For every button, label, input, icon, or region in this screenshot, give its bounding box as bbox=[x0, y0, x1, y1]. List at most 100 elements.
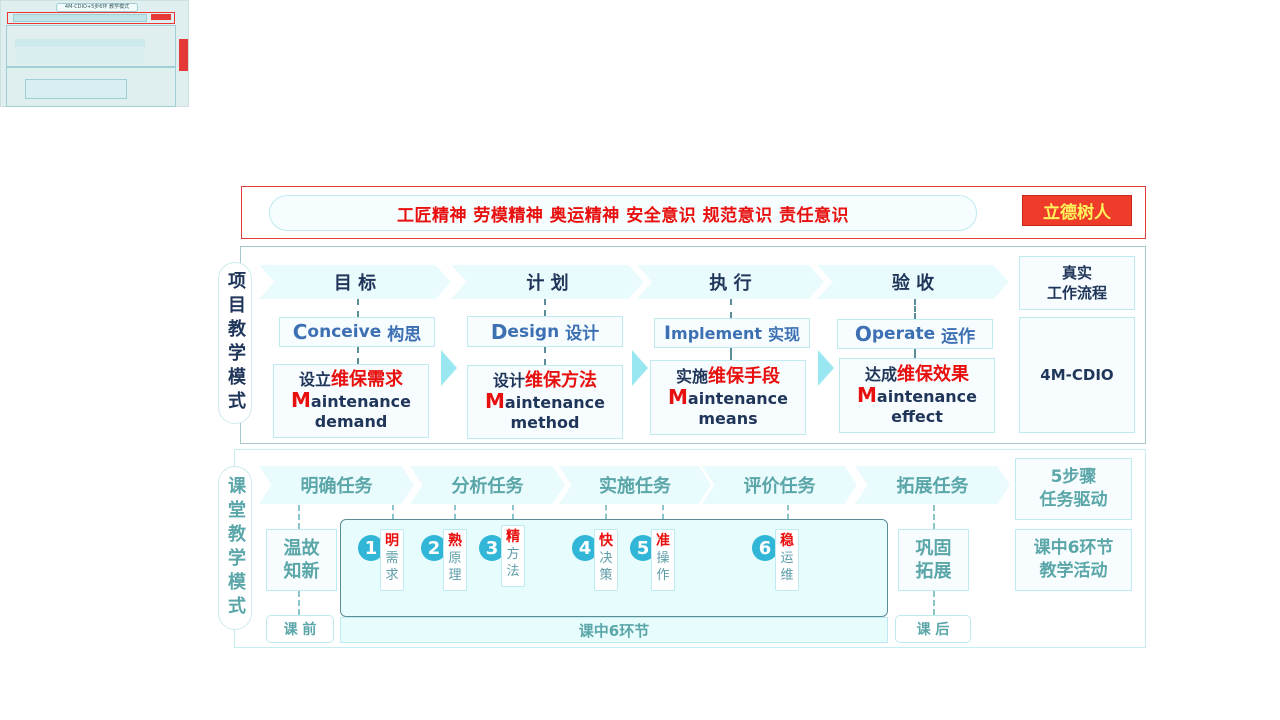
step-char: 方 bbox=[506, 547, 520, 562]
goal-en-line2: effect bbox=[891, 406, 943, 426]
connector-line bbox=[454, 505, 456, 519]
thumbnail-class-frame bbox=[6, 67, 176, 107]
step-char: 求 bbox=[385, 568, 399, 583]
model-name: 4M-CDIO bbox=[1040, 366, 1114, 384]
step-char: 运 bbox=[780, 551, 794, 566]
connector-line bbox=[933, 591, 935, 615]
goal-verb: 实施 bbox=[675, 366, 708, 386]
thumbnail-goal-row bbox=[15, 49, 145, 63]
cdio-cn: 实现 bbox=[768, 325, 801, 344]
cdio-cn: 构思 bbox=[387, 324, 422, 345]
cdio-initial: I bbox=[663, 322, 672, 344]
cdio-rest: perate bbox=[871, 324, 936, 344]
step-char: 策 bbox=[599, 568, 613, 583]
goal-text: 维保效果 bbox=[897, 363, 969, 385]
step-char: 理 bbox=[448, 568, 462, 583]
step-number-badge: 6 bbox=[752, 535, 778, 561]
connector-line bbox=[357, 347, 359, 364]
step-char: 原 bbox=[448, 551, 462, 566]
goal-verb: 达成 bbox=[864, 364, 897, 384]
step-char: 决 bbox=[599, 551, 613, 566]
thumbnail-slogan-bar bbox=[13, 14, 147, 22]
cdio-initial: O bbox=[854, 322, 872, 346]
goal-box-demand: 设立维保需求 Maintenance demand bbox=[273, 364, 429, 438]
thumbnail-badge bbox=[151, 14, 171, 20]
real-workflow-line2: 工作流程 bbox=[1046, 284, 1107, 302]
stage-title: 计 划 bbox=[526, 273, 569, 294]
thumbnail-project-frame bbox=[6, 25, 176, 67]
step-number-badge: 3 bbox=[479, 535, 505, 561]
goal-verb: 设立 bbox=[298, 370, 331, 389]
thumbnail-cdio-row bbox=[15, 39, 145, 47]
class-mode-label: 课堂教学模式 bbox=[218, 466, 252, 630]
thumbnail-red-frame bbox=[7, 12, 175, 24]
task-title: 分析任务 bbox=[451, 476, 524, 497]
cdio-rest: onceive bbox=[307, 322, 382, 342]
six-links-cell: 课中6环节 教学活动 bbox=[1015, 529, 1132, 591]
step-key-char: 熟 bbox=[448, 533, 462, 549]
stage-title: 目 标 bbox=[333, 273, 377, 294]
phase-before-label: 课 前 bbox=[266, 615, 334, 643]
connector-line bbox=[662, 505, 664, 519]
goal-en-line2: method bbox=[510, 413, 580, 432]
goal-en-initial: M bbox=[857, 382, 877, 407]
cdio-initial: C bbox=[292, 320, 308, 344]
connector-line bbox=[730, 299, 732, 318]
goal-en-rest: aintenance bbox=[504, 393, 605, 412]
step-char: 法 bbox=[506, 564, 520, 579]
six-links-line1: 课中6环节 bbox=[1033, 538, 1114, 558]
step-char: 维 bbox=[780, 568, 794, 583]
goal-en-line2: demand bbox=[314, 412, 388, 431]
connector-line bbox=[544, 347, 546, 365]
step-char: 操 bbox=[656, 551, 670, 566]
connector-line bbox=[933, 505, 935, 529]
phase-after-label: 课 后 bbox=[895, 615, 971, 643]
step-key-char: 明 bbox=[385, 533, 399, 549]
goal-text: 维保方法 bbox=[525, 370, 597, 391]
real-workflow-cell: 真实 工作流程 bbox=[1019, 256, 1135, 310]
pre-class-cell: 温故 知新 bbox=[266, 529, 337, 591]
goal-en-rest: aintenance bbox=[310, 392, 411, 411]
step-tag: 准操作 bbox=[651, 529, 675, 591]
five-steps-line1: 5步骤 bbox=[1050, 467, 1097, 487]
connector-line bbox=[298, 591, 300, 615]
task-title: 实施任务 bbox=[599, 476, 671, 497]
five-steps-cell: 5步骤 任务驱动 bbox=[1015, 458, 1132, 520]
stage-arrow-plan: 计 划 bbox=[451, 265, 644, 299]
pre-class-line2: 知新 bbox=[283, 561, 320, 582]
connector-line bbox=[787, 505, 789, 519]
thumbnail-side-badge bbox=[179, 39, 188, 71]
thumbnail-steps-box bbox=[25, 79, 127, 99]
flow-chevron-icon bbox=[441, 350, 457, 386]
cdio-cn: 设计 bbox=[565, 324, 600, 344]
goal-box-effect: 达成维保效果 Maintenance effect bbox=[839, 358, 995, 433]
connector-line bbox=[357, 299, 359, 317]
stage-title: 执 行 bbox=[709, 273, 752, 294]
connector-line bbox=[914, 349, 916, 358]
task-arrow-5: 拓展任务 bbox=[855, 466, 1010, 504]
step-tag: 精方法 bbox=[501, 525, 525, 587]
goal-en-initial: M bbox=[668, 384, 688, 409]
goal-en-initial: M bbox=[485, 389, 505, 413]
step-char: 作 bbox=[656, 568, 670, 583]
real-workflow-line1: 真实 bbox=[1061, 264, 1092, 282]
flow-chevron-icon bbox=[632, 350, 648, 386]
task-title: 拓展任务 bbox=[896, 476, 969, 497]
task-arrow-3: 实施任务 bbox=[559, 466, 711, 504]
step-key-char: 快 bbox=[599, 533, 613, 549]
task-title: 明确任务 bbox=[300, 476, 373, 497]
cdio-cn: 运作 bbox=[941, 326, 976, 347]
step-key-char: 稳 bbox=[780, 533, 794, 549]
connector-line bbox=[914, 299, 916, 319]
goal-box-means: 实施维保手段 Maintenance means bbox=[650, 360, 806, 435]
thumbnail-caption: 4M-CDIO+5步6环 教学模式 bbox=[56, 3, 138, 12]
five-steps-line2: 任务驱动 bbox=[1039, 490, 1108, 510]
goal-en-rest: aintenance bbox=[687, 388, 788, 408]
stage-arrow-goal: 目 标 bbox=[259, 265, 451, 299]
post-class-cell: 巩固 拓展 bbox=[898, 529, 969, 591]
post-class-line2: 拓展 bbox=[915, 561, 952, 582]
connector-line bbox=[605, 505, 607, 519]
phase-during-label: 课中6环节 bbox=[340, 617, 888, 643]
cdio-initial: D bbox=[490, 319, 508, 344]
